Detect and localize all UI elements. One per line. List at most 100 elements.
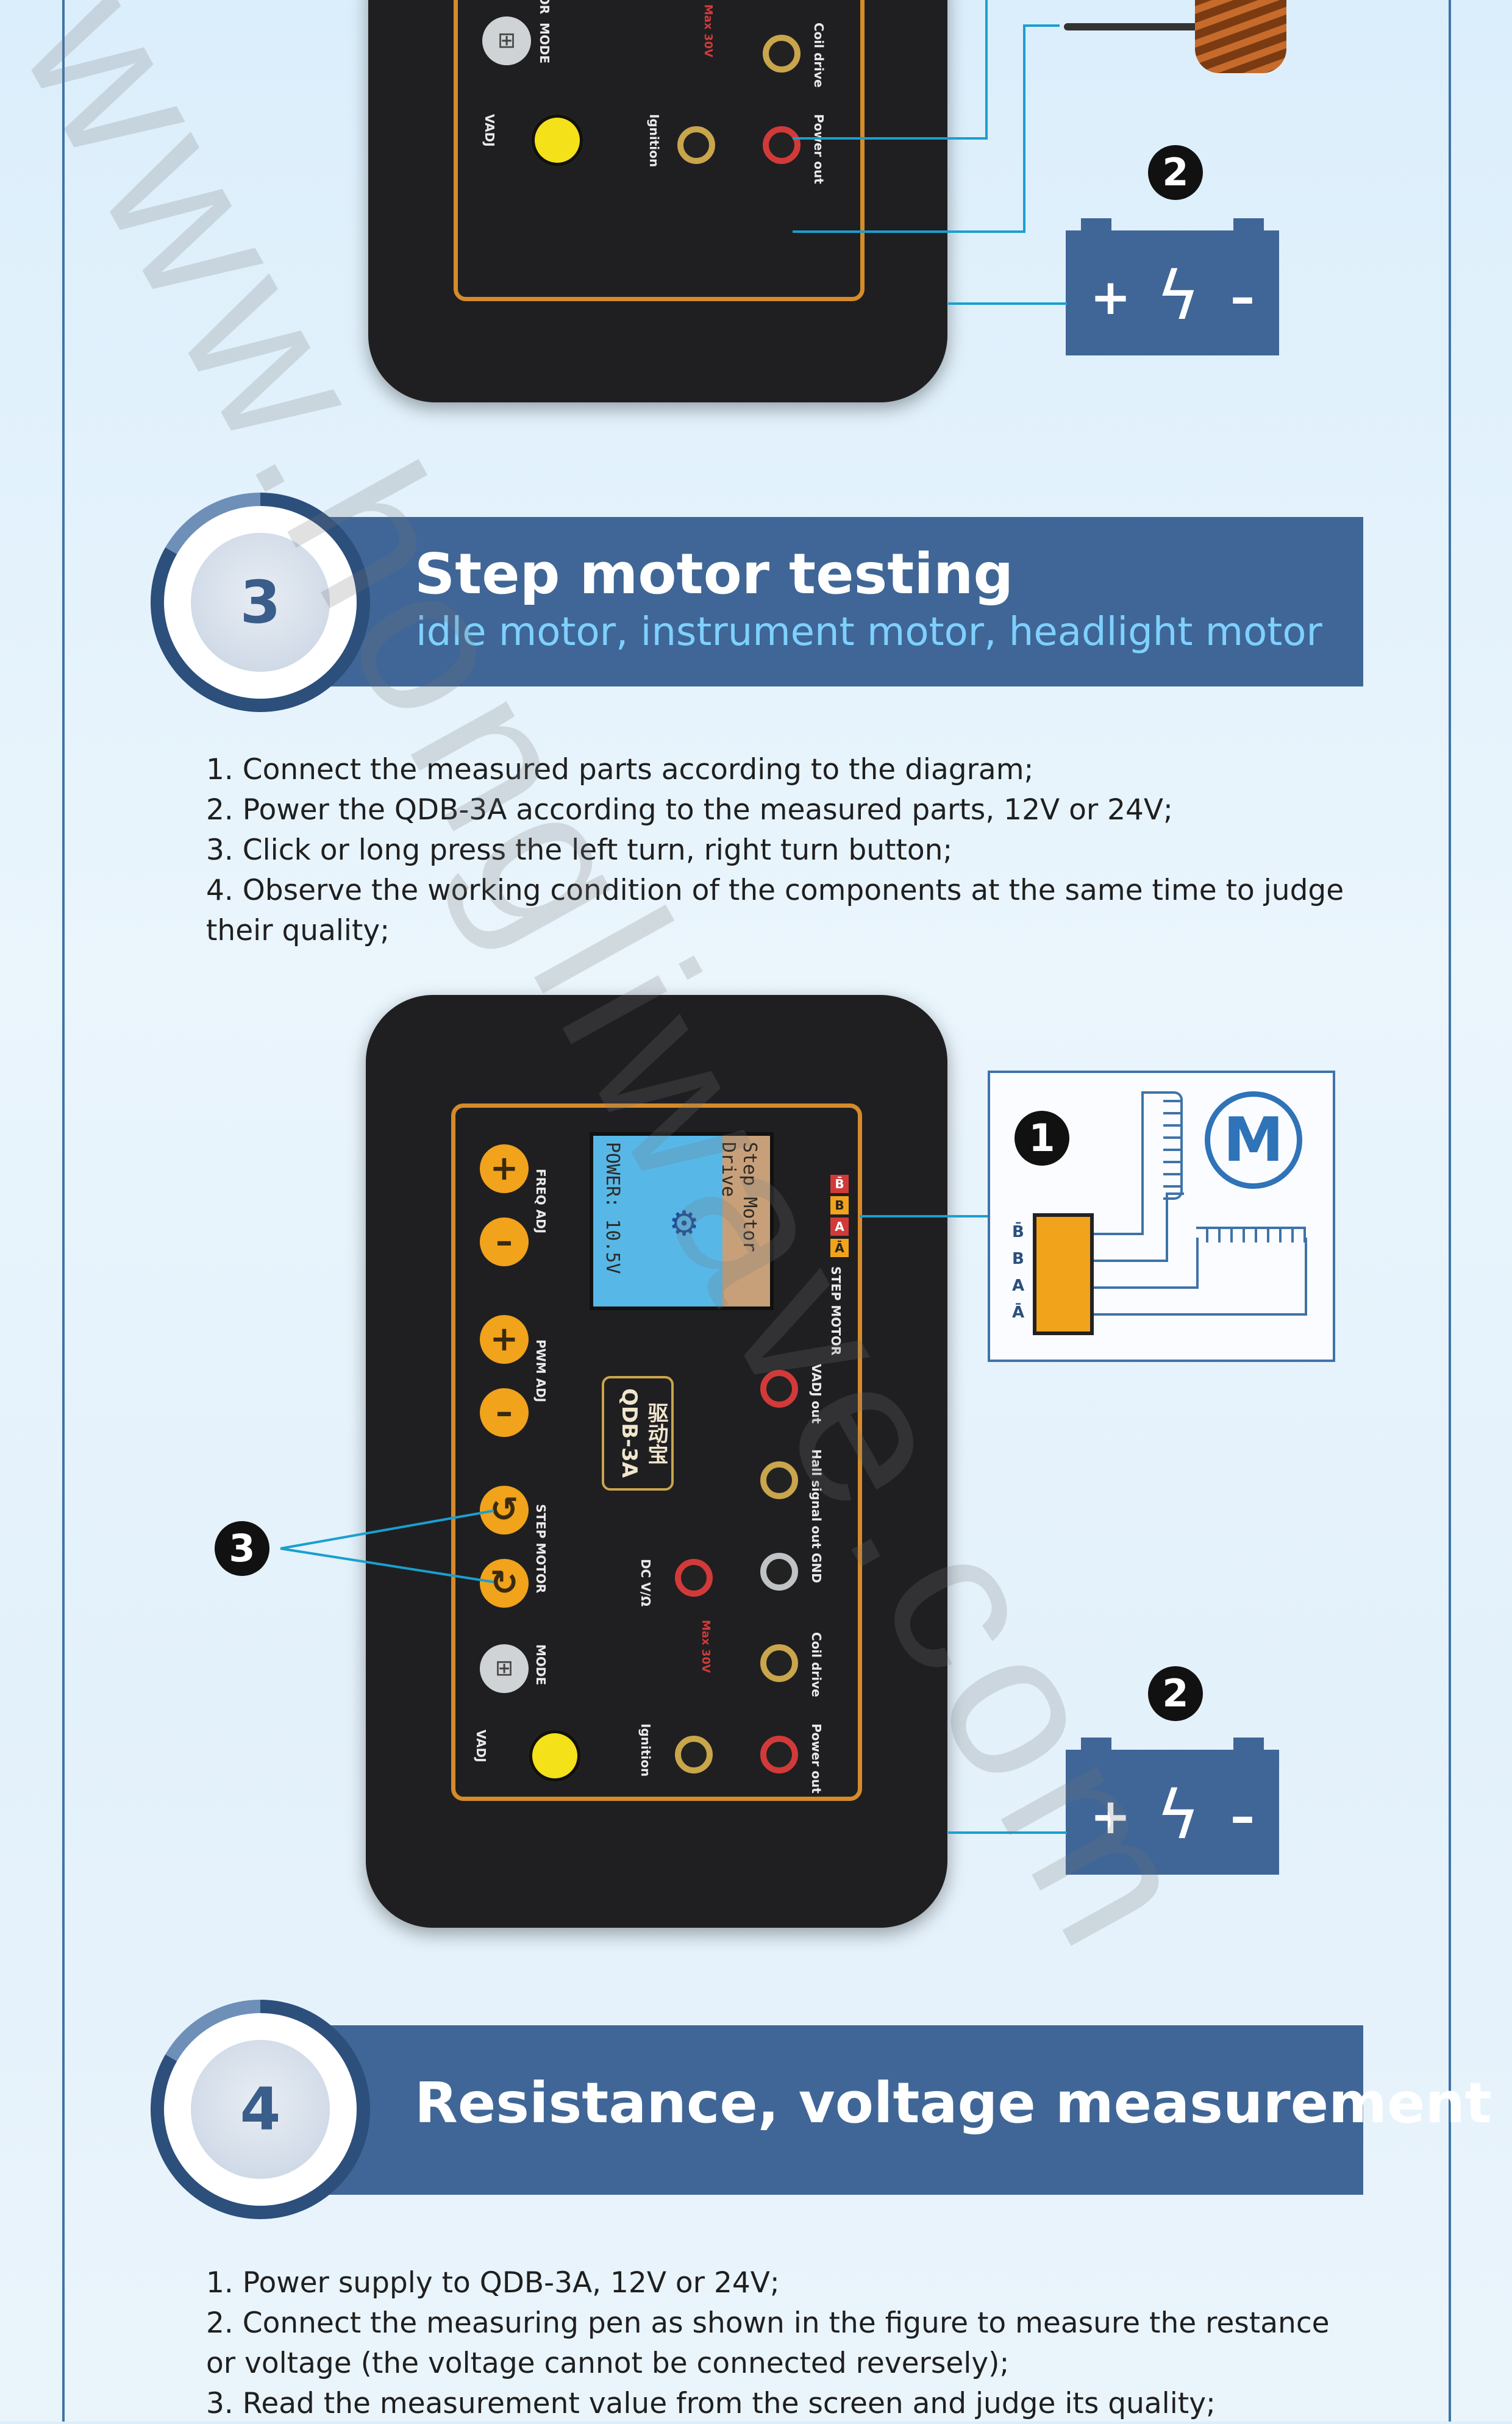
mode-label: MODE <box>533 1644 548 1686</box>
section3-title: Step motor testing <box>415 541 1014 607</box>
connector-icon <box>1033 1213 1094 1335</box>
wire-battery-top <box>948 302 1067 305</box>
port-pin-b: B <box>830 1196 849 1214</box>
battery-icon-top: + ϟ – <box>1066 218 1279 355</box>
section3-steps: 1. Connect the measured parts according … <box>206 750 1344 951</box>
step-line: 1. Power supply to QDB-3A, 12V or 24V; <box>206 2266 780 2300</box>
mode-label: MODE <box>537 23 552 64</box>
section4-number: 4 <box>191 2040 330 2179</box>
coil-b-icon <box>1196 1227 1306 1242</box>
wire-power-top <box>1023 24 1060 27</box>
dc-v-jack[interactable] <box>675 1559 713 1597</box>
diagram-pin-a-bar: Ā <box>1012 1303 1025 1322</box>
coil-drive-label: Coil drive <box>811 23 826 88</box>
port-pin-b-bar: B̄ <box>830 1175 849 1193</box>
section4-band <box>317 2025 1363 2195</box>
max30v-label: Max 30V <box>699 1620 712 1673</box>
step-motor-label: STEP MOTOR <box>533 1504 548 1594</box>
brand-model: QDB-3A <box>617 1388 641 1478</box>
brand-badge: 驱动宝 QDB-3A <box>602 1376 674 1491</box>
wire <box>1094 1286 1197 1289</box>
power-out-label: Power out <box>809 1724 824 1794</box>
mode-button[interactable]: ⊞ <box>480 1644 529 1693</box>
plus-icon: + <box>1090 269 1132 326</box>
vadj-out-jack[interactable] <box>760 1370 798 1408</box>
diagram-pin-b-bar: B̄ <box>1012 1223 1024 1241</box>
port-pin-a: A <box>830 1217 849 1236</box>
voltage-knob[interactable] <box>531 114 583 166</box>
ignition-jack[interactable] <box>677 126 715 164</box>
pwm-adj-label: PWM ADJ <box>533 1339 548 1403</box>
section3-band <box>317 517 1363 686</box>
wire <box>1141 1091 1166 1094</box>
hall-signal-label: Hall signal out <box>809 1449 824 1549</box>
wire <box>1094 1260 1167 1262</box>
power-out-jack[interactable] <box>763 126 801 164</box>
step-line: 2. Power the QDB-3A according to the mea… <box>206 793 1173 827</box>
wire <box>1196 1238 1199 1289</box>
device-top-panel: ↻ STEP MOTOR ⊞ MODE VADJ DC V/Ω Max 30V … <box>454 0 865 301</box>
ignition-coil-image <box>1195 0 1286 73</box>
step-motor-diagram: 1 M B̄ B A Ā <box>988 1071 1335 1362</box>
pwm-plus-button[interactable]: + <box>480 1315 529 1364</box>
wire-battery <box>948 1831 1067 1834</box>
step-line: their quality; <box>206 914 390 947</box>
freq-minus-button[interactable]: – <box>480 1217 529 1266</box>
coil-drive-jack[interactable] <box>760 1644 798 1682</box>
diagram-pin-a: A <box>1012 1277 1025 1295</box>
freq-plus-button[interactable]: + <box>480 1144 529 1193</box>
mode-button[interactable]: ⊞ <box>482 16 531 65</box>
pwm-minus-button[interactable]: – <box>480 1388 529 1437</box>
plus-icon: + <box>1090 1788 1132 1845</box>
step-line: 2. Connect the measuring pen as shown in… <box>206 2306 1330 2340</box>
section3-number: 3 <box>191 533 330 672</box>
section3-badge: 3 <box>151 493 370 712</box>
screen-power-readout: POWER: 10.5V <box>602 1142 623 1274</box>
screen-strip <box>722 1136 770 1306</box>
device-main: + – FREQ ADJ + – PWM ADJ ↺ ↻ STEP MOTOR … <box>366 995 947 1928</box>
step-motor-label: STEP MOTOR <box>537 0 552 14</box>
ignition-label: Ignition <box>647 114 661 168</box>
lcd-screen: POWER: 10.5V Step Motor Drive ⚙ <box>590 1132 774 1310</box>
diagram-pin-b: B <box>1012 1250 1024 1268</box>
step-right-button[interactable]: ↻ <box>480 1559 529 1608</box>
wire-step-port <box>860 1215 991 1217</box>
hall-signal-jack[interactable] <box>760 1461 798 1499</box>
gnd-jack[interactable] <box>760 1553 798 1591</box>
wire-power <box>793 230 1024 233</box>
callout-2: 2 <box>1148 1666 1203 1721</box>
vadj-label: VADJ <box>482 114 497 147</box>
voltage-knob[interactable] <box>529 1730 581 1782</box>
wire <box>1141 1091 1144 1235</box>
ignition-label: Ignition <box>638 1724 653 1777</box>
wire-coil <box>793 137 986 140</box>
step-line: 4. Observe the working condition of the … <box>206 874 1344 907</box>
max30v-label: Max 30V <box>702 4 715 57</box>
coil-drive-jack[interactable] <box>763 35 801 73</box>
device-panel: + – FREQ ADJ + – PWM ADJ ↺ ↻ STEP MOTOR … <box>451 1103 862 1801</box>
step-line: or voltage (the voltage cannot be connec… <box>206 2347 1010 2380</box>
vadj-label: VADJ <box>474 1730 488 1763</box>
port-pin-a-bar: Ā <box>830 1239 849 1257</box>
bolt-icon: ϟ <box>1156 257 1200 335</box>
wire-power-up <box>1023 24 1025 233</box>
section4-badge: 4 <box>151 2000 370 2219</box>
gear-icon: ⚙ <box>669 1204 700 1244</box>
vadj-out-label: VADJ out <box>809 1364 824 1424</box>
section4-steps: 1. Power supply to QDB-3A, 12V or 24V; 2… <box>206 2263 1330 2424</box>
callout-2-top: 2 <box>1148 145 1203 200</box>
step-left-button[interactable]: ↺ <box>480 1486 529 1535</box>
step-line: 1. Connect the measured parts according … <box>206 753 1034 786</box>
brand-cn: 驱动宝 <box>644 1402 668 1464</box>
screen-mode-text: Step Motor Drive <box>718 1142 760 1252</box>
ignition-jack[interactable] <box>675 1736 713 1773</box>
section3-subtitle: idle motor, instrument motor, headlight … <box>416 610 1322 655</box>
wire <box>1305 1238 1307 1316</box>
power-out-jack[interactable] <box>760 1736 798 1773</box>
wire <box>1094 1233 1143 1235</box>
power-out-label: Power out <box>811 114 826 184</box>
device-top: ↻ STEP MOTOR ⊞ MODE VADJ DC V/Ω Max 30V … <box>368 0 947 402</box>
wire-coil-up <box>985 0 988 140</box>
step-motor-port-label: STEP MOTOR <box>829 1266 843 1356</box>
bolt-icon: ϟ <box>1156 1776 1200 1854</box>
